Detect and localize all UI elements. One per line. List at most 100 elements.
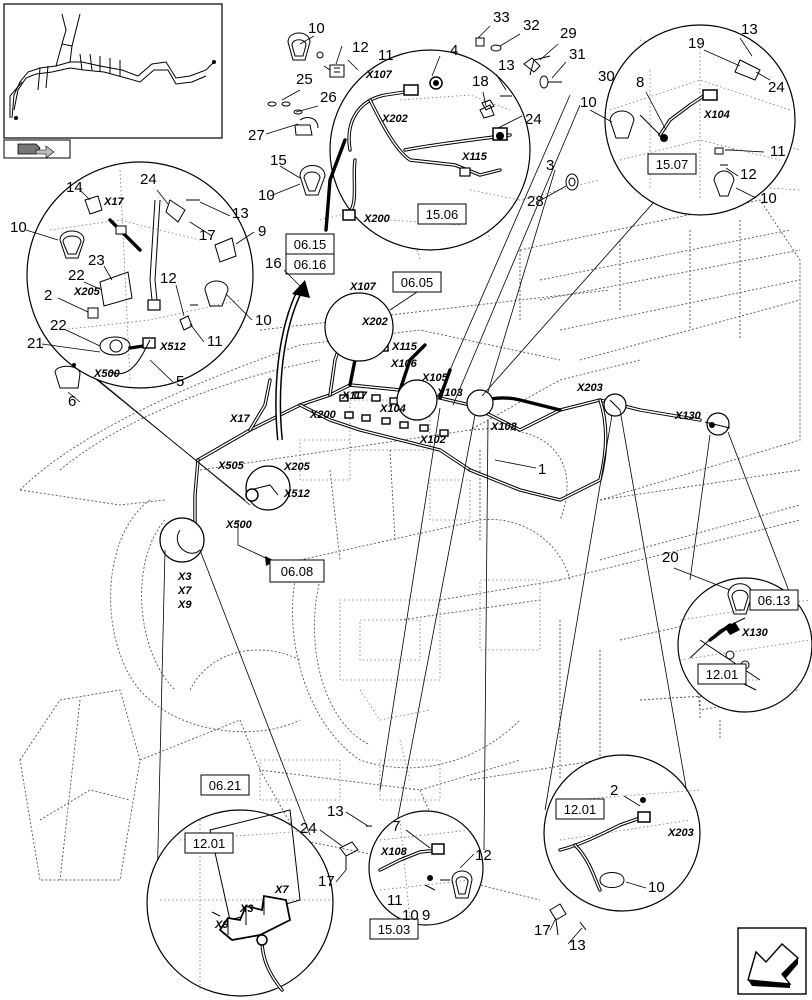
ref-box-06-21[interactable] (200, 774, 250, 796)
callout: 12 (160, 270, 177, 287)
callout: 21 (27, 335, 44, 352)
callout: 6 (68, 393, 76, 410)
ref-box-06-08[interactable] (269, 559, 325, 583)
connector-label: X7 (177, 585, 192, 597)
callout: 16 (265, 255, 282, 272)
ref-box-12-01[interactable] (555, 798, 605, 820)
callout: 12 (475, 847, 492, 864)
callout: 5 (176, 373, 184, 390)
connector-label: X202 (361, 316, 388, 328)
callout: 12 (740, 166, 757, 183)
connector-label: X203 (576, 382, 603, 394)
callout: 14 (66, 179, 83, 196)
callout: 24 (300, 820, 317, 837)
ref-label: 06.08 (281, 564, 314, 579)
callout: 2 (610, 782, 618, 799)
connector-labels: X107 X202 X115 X200 X104 X17 X205 X512 X… (73, 69, 769, 931)
callout: 13 (741, 21, 758, 38)
connector-label: X200 (309, 409, 337, 421)
callout: 10 (10, 219, 27, 236)
callout: 30 (598, 68, 615, 85)
connector-label: X202 (381, 113, 408, 125)
callout: 1 (538, 461, 546, 478)
ref-label: 12.01 (706, 667, 739, 682)
ref-box-12-01[interactable] (184, 832, 234, 854)
connector-label: X500 (93, 368, 121, 380)
connector-label: X17 (229, 413, 250, 425)
callout: 4 (450, 42, 458, 59)
ref-box-15-06[interactable] (417, 203, 467, 225)
callout: 10 (760, 190, 777, 207)
connector-label: X108 (490, 421, 518, 433)
callout: 10 (402, 907, 419, 924)
callout: 15 (270, 152, 287, 169)
callout: 29 (560, 25, 577, 42)
detail-circle-15-07 (604, 24, 796, 216)
ref-box-06-13[interactable] (749, 589, 799, 611)
main-harness (159, 280, 731, 563)
ref-box-06-16[interactable] (285, 253, 335, 275)
callout: 24 (768, 79, 785, 96)
connector-label: X105 (421, 372, 449, 384)
parts-bottom (339, 825, 587, 936)
connector-label: X106 (390, 358, 418, 370)
ref-label: 12.01 (564, 802, 597, 817)
ref-box-15-03[interactable] (369, 918, 419, 940)
callout: 11 (378, 47, 394, 64)
detail-circle-x203 (543, 754, 701, 912)
callout: 32 (523, 17, 540, 34)
connector-label: X115 (461, 151, 488, 163)
callout: 19 (688, 35, 705, 52)
detail-circle-left (26, 161, 254, 389)
connector-label: X7 (274, 884, 289, 896)
connector-label: X9 (177, 599, 192, 611)
ref-label: 06.21 (209, 778, 242, 793)
ref-box-06-05[interactable] (392, 271, 442, 293)
callout: 13 (498, 57, 515, 74)
callout: 13 (569, 937, 586, 954)
ref-box-12-01[interactable] (697, 663, 747, 685)
connector-label: X103 (436, 387, 463, 399)
connector-label: X203 (667, 827, 694, 839)
callout: 10 (648, 879, 665, 896)
connector-label: X130 (674, 410, 702, 422)
callout: 3 (546, 157, 554, 174)
callout: 11 (770, 143, 786, 160)
connector-label: X104 (703, 109, 730, 121)
connector-label: X104 (379, 403, 406, 415)
ref-label: 15.07 (656, 157, 689, 172)
reference-boxes: 15.06 15.07 06.15 06.16 06.05 06.08 06.1… (184, 153, 799, 940)
connector-label: X500 (225, 519, 253, 531)
overview-inset (3, 3, 223, 159)
callout: 18 (472, 73, 489, 90)
callout: 10 (580, 94, 597, 111)
detail-circle-15-03 (368, 810, 484, 926)
callout: 22 (50, 317, 67, 334)
callout: 24 (525, 111, 542, 128)
callout: 33 (493, 9, 510, 26)
ref-label: 12.01 (193, 836, 226, 851)
callout: 28 (527, 193, 544, 210)
callout: 12 (352, 39, 369, 56)
callout: 13 (232, 205, 249, 222)
callout: 8 (636, 74, 644, 91)
ref-box-15-07[interactable] (647, 153, 697, 175)
connector-label: X107 (365, 69, 393, 81)
connector-label: X3 (177, 571, 191, 583)
callout: 17 (318, 873, 335, 890)
connector-label: X3 (239, 903, 253, 915)
callout: 20 (662, 549, 679, 566)
connector-label: X115 (391, 341, 418, 353)
callout: 31 (569, 46, 586, 63)
callout-leaders (25, 25, 771, 945)
callout: 11 (387, 892, 403, 909)
callout: 11 (207, 333, 223, 350)
connector-label: X130 (741, 627, 769, 639)
callout: 10 (308, 20, 325, 37)
connector-label: X102 (419, 434, 446, 446)
next-page-arrow[interactable] (737, 927, 807, 995)
parts-top-right (475, 37, 579, 191)
ref-label: 15.06 (426, 207, 459, 222)
detail-circle-06-13 (677, 577, 812, 713)
